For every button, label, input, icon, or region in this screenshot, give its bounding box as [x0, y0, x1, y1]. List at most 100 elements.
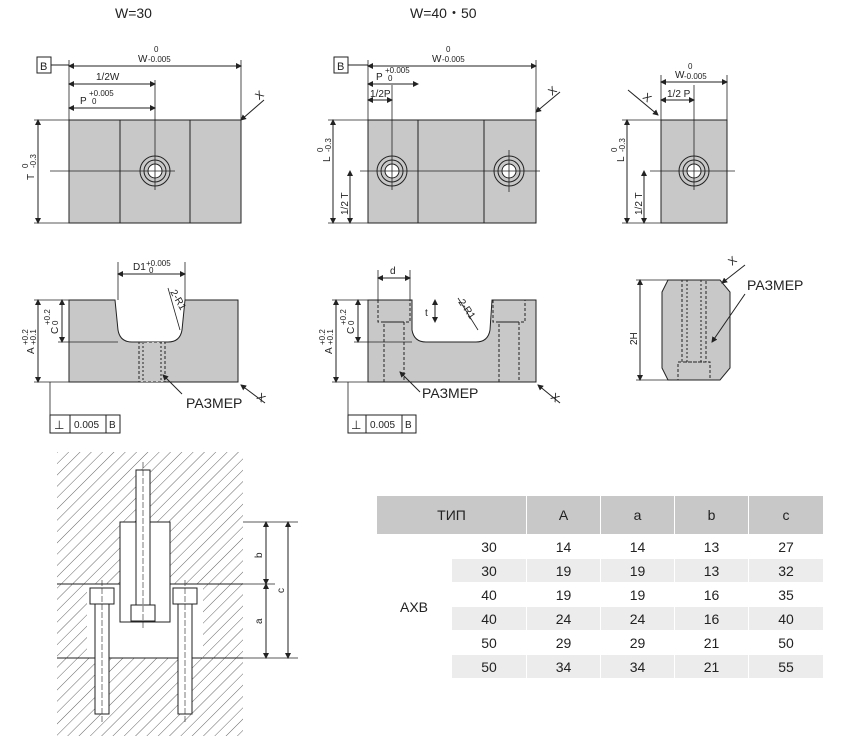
x-mark-1: X: [253, 88, 267, 102]
table-cell: 16: [674, 606, 749, 631]
l-tol-up-2: 0: [610, 147, 619, 152]
plan-view-w4050: B W 0 -0.005 P +0.005 0 1/2P L 0 -0.3 1/…: [316, 45, 561, 224]
d-dim-label: d: [390, 266, 396, 277]
l-tol-low: -0.3: [324, 138, 333, 152]
side-view-w30: D1 +0.005 0 2-R1 A +0.2 +0.1 C +0.2 0 X …: [21, 259, 268, 434]
table-header-b: b: [674, 495, 749, 535]
table-row: 40 24 24 16 40: [377, 606, 824, 631]
c-dim-label: C: [50, 327, 61, 334]
w-tol-up-3: 0: [688, 62, 693, 71]
datum-b-label: B: [40, 61, 47, 73]
table-cell: 40: [451, 606, 527, 631]
table-row: 30 19 19 13 32: [377, 558, 824, 583]
table-cell: 19: [600, 558, 675, 583]
w-tol-up-2: 0: [446, 45, 451, 54]
perp-symbol-2: ⊥: [351, 418, 361, 432]
heading-w30: W=30: [115, 5, 152, 21]
table-cell: 35: [748, 582, 824, 607]
a-tol-up-2: +0.2: [318, 329, 327, 345]
table-cell: 27: [748, 534, 824, 559]
table-header-type: ТИП: [376, 495, 527, 535]
a-dim-label: A: [26, 347, 37, 354]
t-small-label: t: [425, 308, 428, 319]
t-tol-low: -0.3: [29, 154, 38, 168]
table-cell: 50: [748, 630, 824, 655]
p-dim-label: P: [80, 96, 87, 107]
perp-datum-2: B: [405, 420, 412, 431]
c-tol-up: +0.2: [43, 309, 52, 325]
table-cell: 50: [451, 654, 527, 679]
table-cell: 14: [526, 534, 601, 559]
x-mark-2: X: [546, 84, 560, 98]
table-row: 50 34 34 21 55: [377, 654, 824, 679]
table-cell: 29: [526, 630, 601, 655]
size-label-3: РАЗМЕР: [747, 277, 803, 293]
table-cell: 19: [526, 582, 601, 607]
table-cell: 30: [451, 534, 527, 559]
a-tol-low-2: +0.1: [326, 329, 335, 345]
table-header-c: c: [748, 495, 824, 535]
w-tol-low: -0.005: [148, 55, 171, 64]
table-header-a: A: [526, 495, 601, 535]
a-small-label: a: [254, 618, 265, 624]
b-dim-label: b: [254, 552, 265, 558]
l-dim-label-2: L: [616, 156, 627, 162]
p-tol-up: +0.005: [89, 89, 114, 98]
c-dim-label-2: C: [346, 327, 357, 334]
side-view-2h: 2H РАЗМЕР X: [629, 254, 803, 381]
table-cell: 19: [600, 582, 675, 607]
table-cell: 13: [674, 534, 749, 559]
plan-view-w30: B W 0 -0.005 1/2W P +0.005 0 T 0 -0.3 X: [21, 45, 267, 224]
r1-label-2: 2-R1: [456, 297, 478, 321]
d1-dim-label: D1: [133, 262, 146, 273]
a-tol-up: +0.2: [21, 329, 30, 345]
table-cell: 16: [674, 582, 749, 607]
c-small-label: c: [276, 588, 287, 593]
a-dim-label-2: A: [324, 347, 335, 354]
half-t-label: 1/2 T: [340, 192, 351, 215]
plan-view-single: W 0 -0.005 1/2 P L 0 -0.3 1/2 T X: [610, 62, 735, 224]
table-cell: 40: [451, 582, 527, 607]
x-mark-6: X: [726, 254, 740, 268]
t-tol-up: 0: [21, 163, 30, 168]
d1-tol-low: 0: [149, 266, 154, 275]
w-dim-label: W: [138, 54, 148, 65]
a-tol-low: +0.1: [29, 329, 38, 345]
table-cell: 30: [451, 558, 527, 583]
d1-tol-up: +0.005: [146, 259, 171, 268]
w-tol-low-2: -0.005: [442, 55, 465, 64]
table-cell: 14: [600, 534, 675, 559]
c-tol-low: 0: [51, 320, 60, 325]
perp-datum-1: B: [109, 420, 116, 431]
x-mark-4: X: [254, 391, 268, 405]
table-cell: 40: [748, 606, 824, 631]
w-dim-label-2: W: [432, 54, 442, 65]
w-tol-up: 0: [154, 45, 159, 54]
assembly-section: b a c: [57, 452, 298, 736]
table-cell: 34: [526, 654, 601, 679]
l-dim-label: L: [322, 156, 333, 162]
l-tol-low-2: -0.3: [618, 138, 627, 152]
size-label-2: РАЗМЕР: [422, 385, 478, 401]
x-mark-3: X: [640, 91, 654, 105]
table-cell: 21: [674, 654, 749, 679]
table-row: AXB 30 14 14 13 27: [376, 534, 824, 679]
p-tol-low: 0: [92, 97, 97, 106]
table-cell: 21: [674, 630, 749, 655]
perp-value-1: 0.005: [74, 420, 99, 431]
c-tol-up-2: +0.2: [339, 309, 348, 325]
size-label-1: РАЗМЕР: [186, 395, 242, 411]
p-tol-low-2: 0: [388, 74, 393, 83]
table-group-label: AXB: [376, 534, 452, 679]
datum-b-label-2: B: [337, 61, 344, 73]
half-t-label-2: 1/2 T: [634, 192, 645, 215]
table-cell: 13: [674, 558, 749, 583]
p-dim-label-2: P: [376, 72, 383, 83]
half-p-label: 1/2P: [370, 89, 391, 100]
table-cell: 32: [748, 558, 824, 583]
w-dim-label-3: W: [675, 70, 685, 81]
h2-label: 2H: [629, 332, 640, 345]
p-tol-up-2: +0.005: [385, 66, 410, 75]
side-view-w4050: d t 2-R1 A +0.2 +0.1 C +0.2 0 РАЗМЕР X ⊥…: [318, 266, 562, 434]
table-row: 50 29 29 21 50: [377, 630, 824, 655]
